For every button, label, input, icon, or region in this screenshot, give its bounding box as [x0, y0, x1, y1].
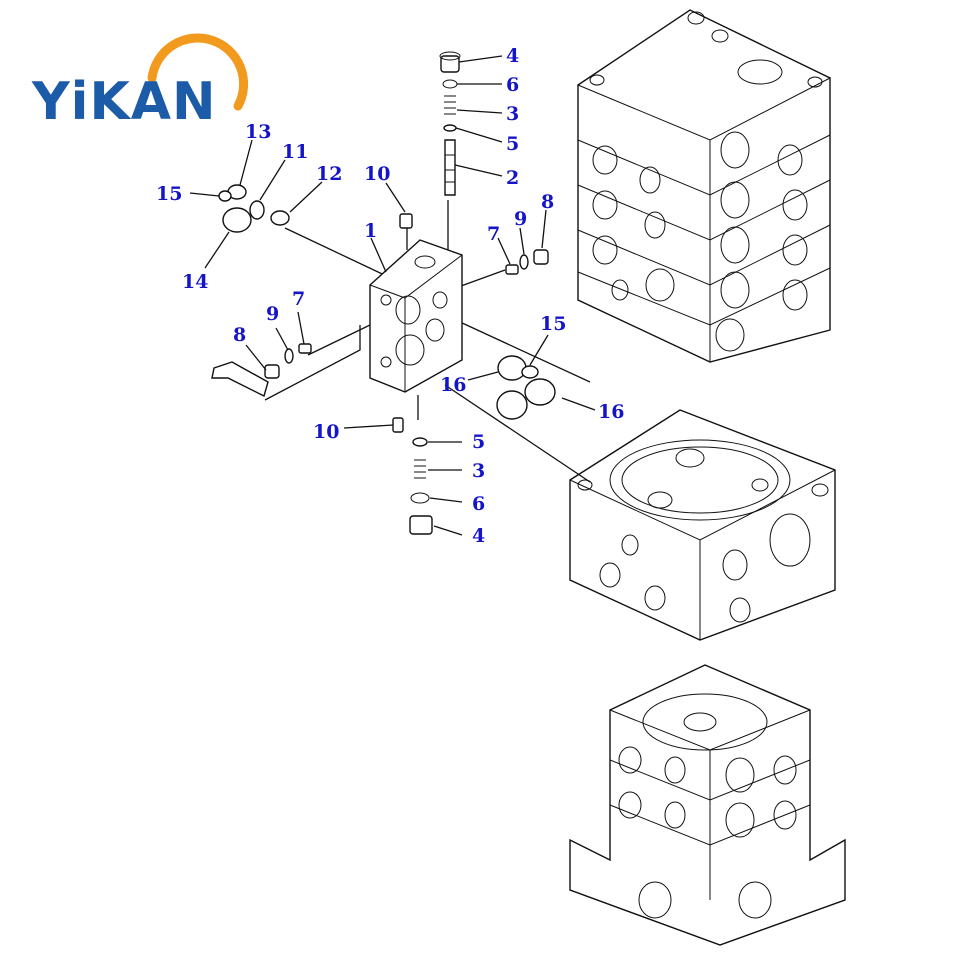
callout-14: 14	[182, 271, 208, 293]
valve-stack-bottom	[569, 664, 846, 946]
callout-3-top: 3	[506, 103, 519, 125]
valve-section-middle	[569, 409, 836, 641]
callout-10-top: 10	[364, 163, 390, 185]
callout-6-bottom: 6	[472, 493, 485, 515]
callout-3-bottom: 3	[472, 460, 485, 482]
callout-4-bottom: 4	[472, 525, 485, 547]
valve-housing-block	[369, 239, 463, 393]
logo-text: YiKAN	[31, 72, 217, 132]
callout-16-right: 16	[598, 401, 624, 423]
callout-15-left: 15	[156, 183, 182, 205]
left-seal-parts	[218, 184, 290, 233]
leader-lines	[189, 55, 596, 536]
callout-9-right: 9	[514, 208, 527, 230]
callout-8-right: 8	[541, 191, 554, 213]
callout-10-bottom: 10	[313, 421, 339, 443]
callout-7-left: 7	[292, 288, 305, 310]
valve-stack-top	[577, 9, 831, 363]
right-plug-parts	[505, 249, 549, 275]
callout-8-left: 8	[233, 324, 246, 346]
callout-2: 2	[506, 167, 519, 189]
callout-5-top: 5	[506, 133, 519, 155]
upper-spool-parts	[439, 51, 461, 196]
callout-9-left: 9	[266, 303, 279, 325]
callout-labels: 4 6 3 5 2 13 11 12 15 14 10 1 9 8 7 15 1…	[156, 45, 624, 547]
o-ring-parts	[496, 355, 556, 420]
yikan-logo: YiKAN	[31, 33, 249, 132]
logo-arc	[147, 33, 249, 111]
callout-11: 11	[282, 141, 308, 163]
lower-spool-parts	[392, 213, 433, 535]
callout-4-top: 4	[506, 45, 519, 67]
callout-12: 12	[316, 163, 342, 185]
callout-16-left: 16	[440, 374, 466, 396]
callout-5-bottom: 5	[472, 431, 485, 453]
callout-6-top: 6	[506, 74, 519, 96]
left-plug-parts	[211, 343, 312, 398]
callout-15-right: 15	[540, 313, 566, 335]
callout-13: 13	[245, 121, 271, 143]
callout-7-right: 7	[487, 223, 500, 245]
callout-1: 1	[364, 220, 377, 242]
